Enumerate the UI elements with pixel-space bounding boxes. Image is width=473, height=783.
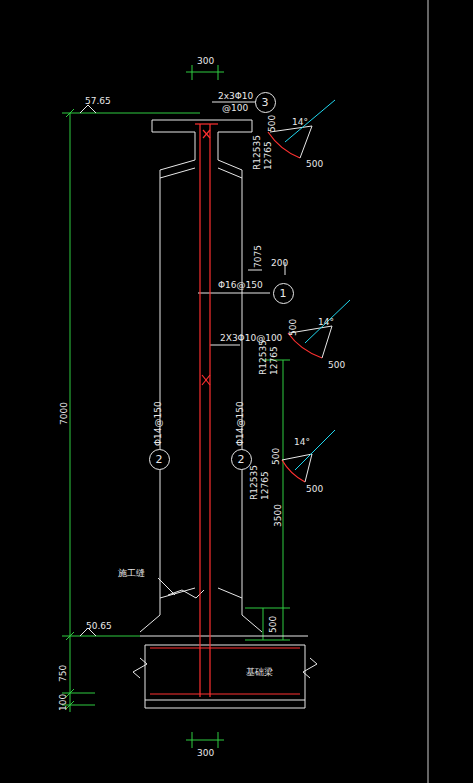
annotation-text: 14°	[294, 438, 310, 447]
annotation-text: Φ16@150	[218, 281, 263, 290]
dimension-text: 750	[59, 665, 68, 682]
dimension-text: 12765	[261, 471, 270, 500]
annotation-text: @100	[222, 104, 248, 113]
dimension-text: 500	[268, 115, 277, 132]
annotation-text: 施工缝	[118, 569, 145, 578]
annotation-text: 2X3Φ10@100	[220, 334, 282, 343]
dimension-text: 7000	[60, 402, 69, 425]
annotation-text: 300	[197, 57, 214, 66]
dimension-text: Φ14@150	[236, 401, 245, 446]
dimension-text: 3500	[274, 504, 283, 527]
dimension-text: 7075	[254, 245, 263, 268]
annotation-text: 14°	[318, 318, 334, 327]
annotation-text: 500	[306, 485, 323, 494]
annotation-text: 500	[328, 361, 345, 370]
dimension-text: R12535	[259, 340, 268, 375]
callout-number: 2	[156, 453, 163, 466]
callout-circle: 2	[149, 449, 170, 470]
callout-number: 1	[280, 287, 287, 300]
annotation-text: 基础梁	[246, 668, 273, 677]
annotation-text: 200	[271, 259, 288, 268]
dimension-text: 500	[269, 616, 278, 633]
callout-circle: 3	[255, 92, 276, 113]
annotation-text: 2x3Φ10	[218, 92, 253, 101]
callout-number: 3	[262, 96, 269, 109]
dimension-text: 12765	[264, 141, 273, 170]
annotation-text: 57.65	[85, 97, 111, 106]
dimension-text: 100	[59, 694, 68, 711]
annotation-text: 50.65	[86, 622, 112, 631]
dimension-text: 500	[272, 448, 281, 465]
dimension-text: R12535	[253, 135, 262, 170]
annotation-text: 500	[306, 160, 323, 169]
dimension-text: Φ14@150	[154, 401, 163, 446]
annotation-text: 14°	[292, 118, 308, 127]
callout-circle: 1	[273, 283, 294, 304]
dimension-text: 12765	[270, 346, 279, 375]
dimension-text: 500	[289, 319, 298, 336]
callout-circle: 2	[231, 449, 252, 470]
dimension-text: R12535	[250, 465, 259, 500]
callout-number: 2	[238, 453, 245, 466]
annotation-text: 300	[197, 749, 214, 758]
